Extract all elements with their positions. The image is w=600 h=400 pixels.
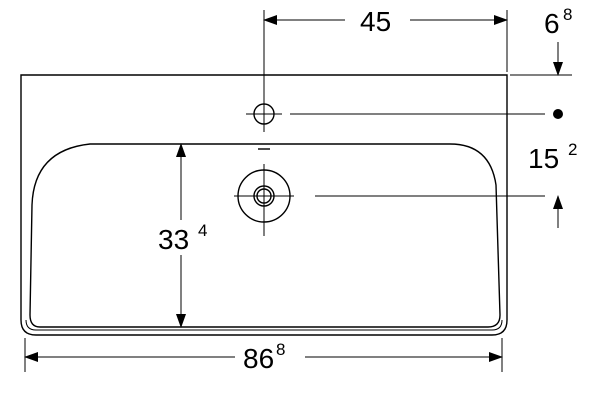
dim-overall-width: 86 8 [24,338,503,374]
dim-basin-depth: 33 4 [158,143,207,328]
dim-basin-depth-main: 33 [158,224,189,255]
basin-bowl [29,143,501,328]
dim-top-offset: 6 8 [510,5,572,76]
dim-overflow-offset-sup: 2 [568,140,577,159]
dim-overflow-offset: 15 2 [528,140,577,228]
dim-top-width-label: 45 [360,6,391,37]
drain-hole [234,164,294,236]
dim-top-offset-main: 6 [544,8,560,39]
dim-top-offset-sup: 8 [563,5,572,24]
dim-basin-depth-sup: 4 [198,221,207,240]
centre-lines [290,109,563,197]
tap-hole [246,96,282,132]
dim-overall-width-main: 86 [243,343,274,374]
basin-outline [20,74,508,336]
dim-overflow-offset-main: 15 [528,143,559,174]
dim-top-width: 45 [263,6,508,96]
dim-overall-width-sup: 8 [276,340,285,359]
